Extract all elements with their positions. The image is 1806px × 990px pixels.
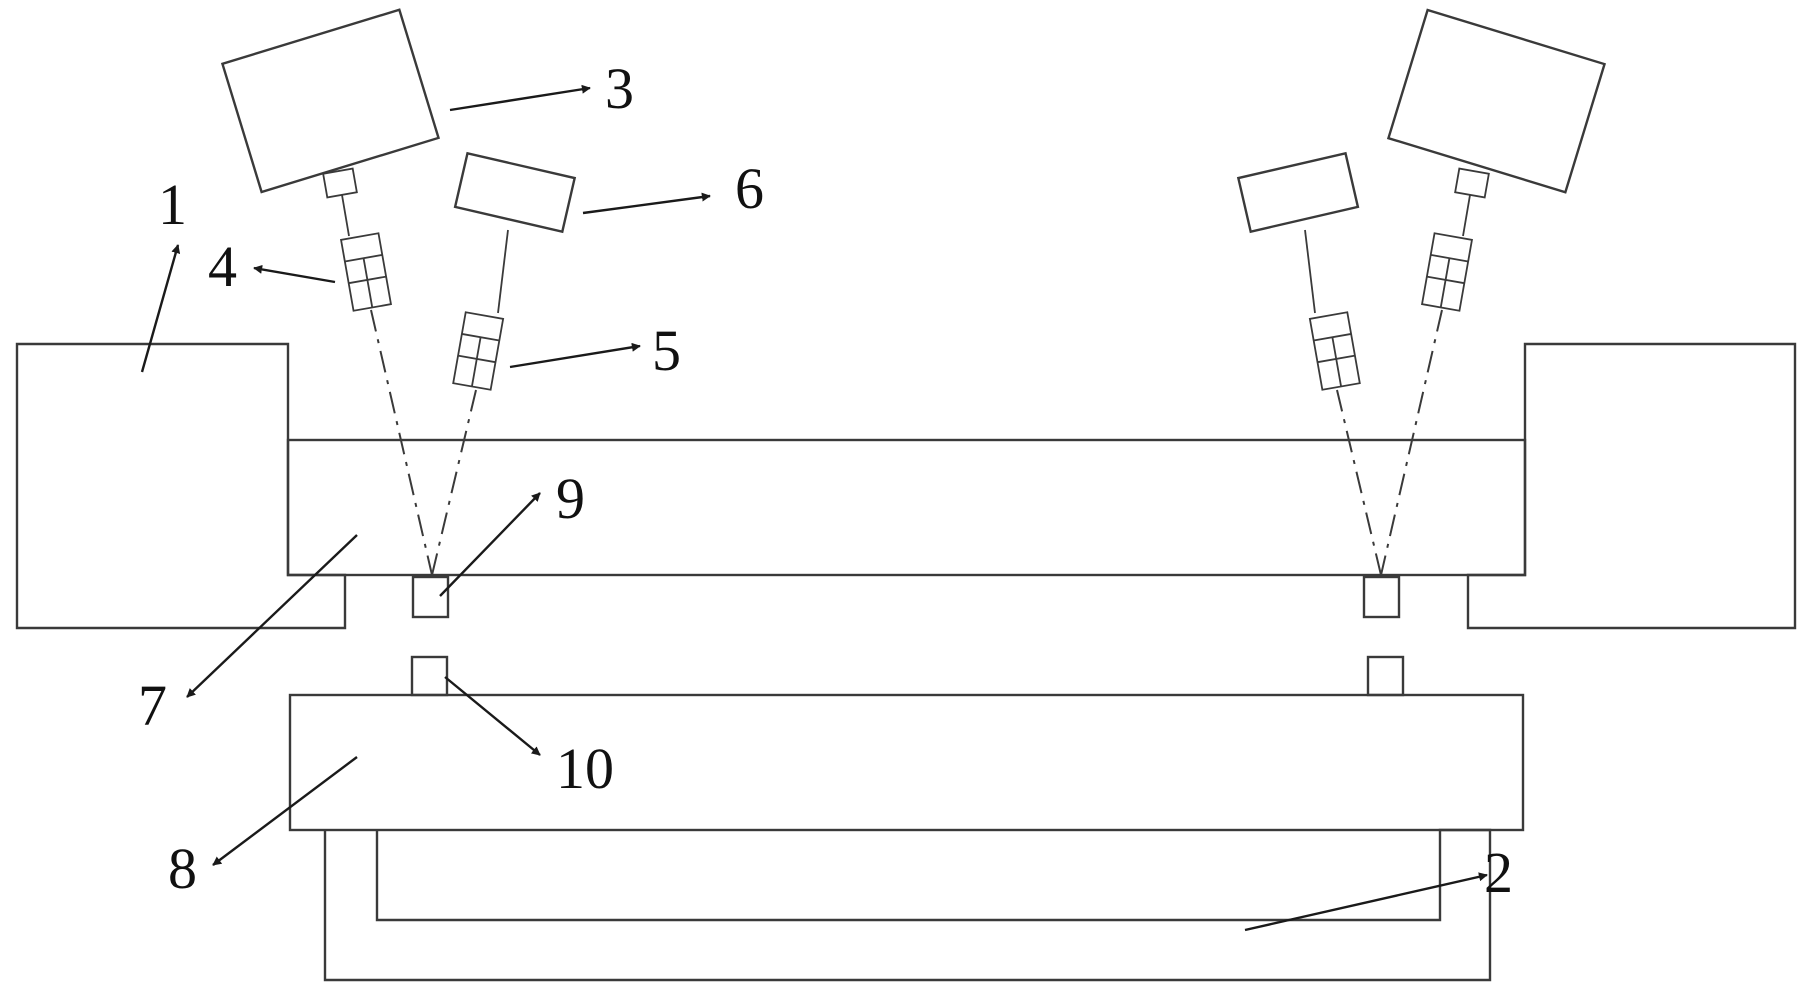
lower-mark-left	[410, 655, 449, 697]
leader-7	[186, 534, 358, 698]
leader-1	[140, 244, 181, 373]
light-left-stem	[497, 229, 509, 314]
leader-6	[582, 192, 711, 215]
upper-plate	[286, 438, 1527, 577]
right-support-block	[1466, 342, 1797, 630]
upper-mark-left	[411, 575, 450, 619]
label-7: 7	[138, 673, 167, 738]
leader-9	[439, 492, 541, 597]
camera-left-stem	[341, 194, 350, 237]
light-source-left	[453, 151, 577, 234]
beam-left-b	[431, 389, 477, 576]
camera-right	[1386, 8, 1607, 194]
label-3: 3	[605, 56, 634, 121]
leader-2	[1244, 872, 1488, 932]
leader-5	[509, 342, 641, 369]
camera-left	[220, 8, 441, 194]
label-10: 10	[556, 736, 614, 801]
left-support-block	[15, 342, 347, 630]
beam-right-a	[1380, 309, 1443, 576]
lower-plate	[288, 693, 1525, 832]
leader-4	[253, 264, 336, 284]
base-carrier	[323, 828, 1492, 982]
upper-mark-right	[1362, 575, 1401, 619]
lens-left	[339, 232, 393, 312]
lens-left-of-right-pair	[1308, 311, 1361, 391]
label-8: 8	[168, 836, 197, 901]
label-9: 9	[556, 466, 585, 531]
label-6: 6	[735, 156, 764, 221]
camera-right-stem	[1462, 194, 1471, 237]
beam-right-b	[1336, 389, 1382, 576]
camera-left-mount	[322, 167, 358, 199]
lens-right-of-left-pair	[452, 311, 505, 391]
lower-mark-right	[1366, 655, 1405, 697]
beam-left-a	[370, 309, 433, 576]
light-right-stem	[1304, 229, 1316, 314]
leader-8	[212, 756, 358, 866]
lens-right	[1420, 232, 1474, 312]
label-2: 2	[1484, 840, 1513, 905]
camera-right-mount	[1454, 167, 1490, 199]
leader-3	[449, 84, 591, 112]
label-4: 4	[208, 234, 237, 299]
label-5: 5	[652, 318, 681, 383]
light-source-right	[1236, 151, 1360, 234]
leader-10	[444, 676, 541, 756]
label-1: 1	[158, 172, 187, 237]
